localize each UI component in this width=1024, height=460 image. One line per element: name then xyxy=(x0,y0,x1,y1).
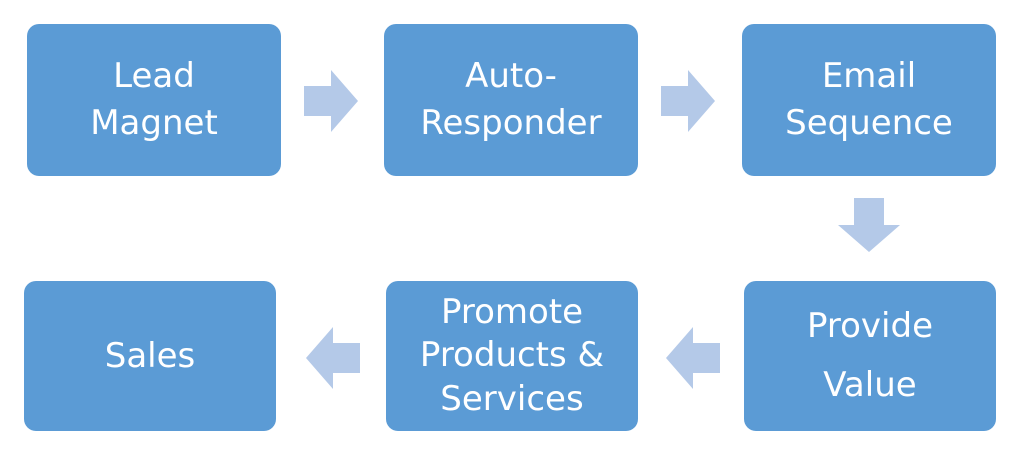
step-label: Promote Products & Services xyxy=(420,291,604,422)
step-label-line: Provide xyxy=(806,305,933,346)
arrow-left-icon xyxy=(666,327,720,389)
step-lead-magnet: Lead Magnet xyxy=(27,24,281,176)
step-label: Auto- Responder xyxy=(420,53,601,147)
step-label: Email Sequence xyxy=(785,53,953,147)
step-label-line: Magnet xyxy=(90,103,218,143)
step-promote-products-services: Promote Products & Services xyxy=(386,281,638,431)
step-label-line: Email xyxy=(821,56,917,97)
step-label-line: Services xyxy=(440,378,584,419)
step-label-line: Sales xyxy=(104,335,196,376)
step-email-sequence: Email Sequence xyxy=(742,24,996,176)
step-label-line: Auto- xyxy=(465,56,557,97)
step-auto-responder: Auto- Responder xyxy=(384,24,638,176)
arrow-right-icon xyxy=(304,70,358,132)
step-label-line: Lead xyxy=(113,56,195,97)
step-label-line: Promote xyxy=(440,291,584,332)
step-label: Lead Magnet xyxy=(90,53,218,147)
step-sales: Sales xyxy=(24,281,276,431)
step-label-line: Value xyxy=(823,365,917,405)
step-provide-value: Provide Value xyxy=(744,281,996,431)
arrow-left-icon xyxy=(306,327,360,389)
arrow-right-icon xyxy=(661,70,715,132)
step-label: Provide Value xyxy=(807,297,933,416)
step-label-line: Sequence xyxy=(785,103,953,143)
step-label: Sales xyxy=(105,333,196,380)
step-label-line: Responder xyxy=(420,103,602,143)
arrow-down-icon xyxy=(838,198,900,252)
step-label-line: Products & xyxy=(419,335,605,376)
